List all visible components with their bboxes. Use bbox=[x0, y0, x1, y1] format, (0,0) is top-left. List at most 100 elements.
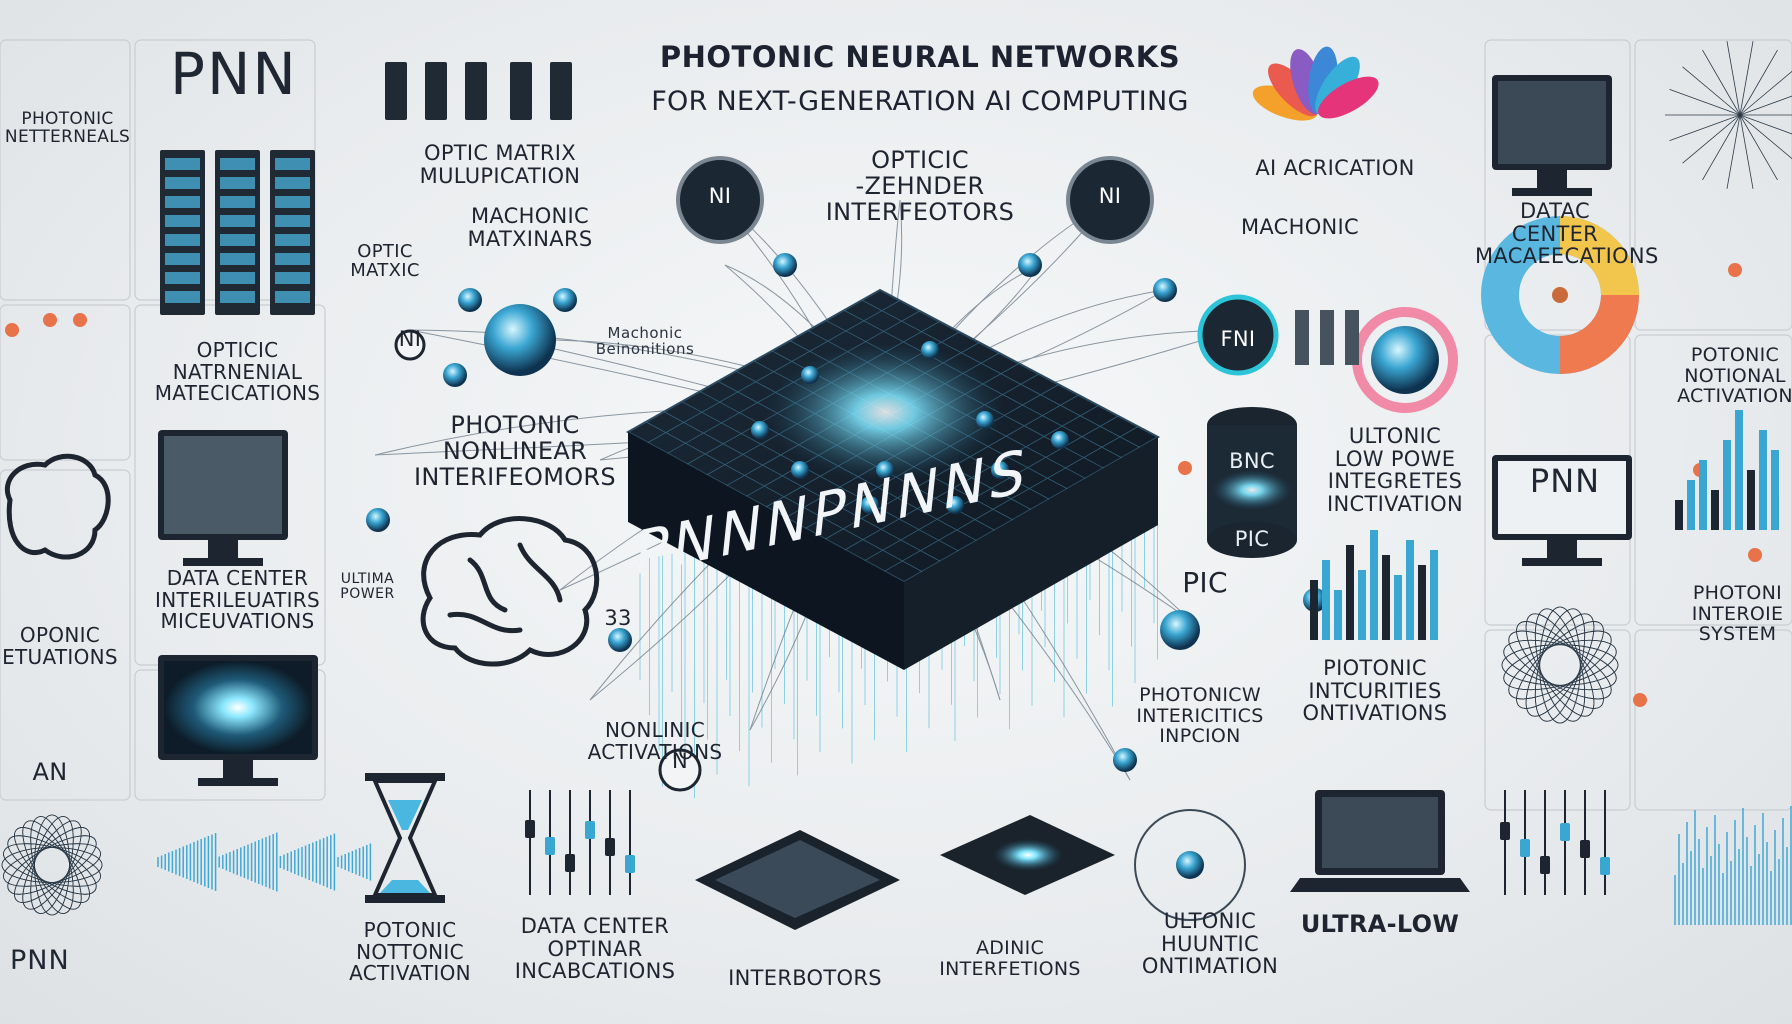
bar bbox=[1322, 560, 1330, 640]
fader-knob bbox=[1500, 822, 1510, 840]
label-adinic: ADINIC INTERFETIONS bbox=[939, 937, 1081, 980]
small-orb bbox=[1153, 278, 1177, 302]
cylinder-bottom-label: PIC bbox=[1234, 527, 1270, 551]
main-title: PHOTONIC NEURAL NETWORKS bbox=[659, 40, 1181, 74]
label-data-center-bottom: DATA CENTER OPTINAR INCABCATIONS bbox=[514, 914, 676, 984]
probe bbox=[1320, 310, 1334, 365]
bar bbox=[1711, 490, 1719, 530]
rack-slot bbox=[220, 158, 255, 170]
fader-knob bbox=[545, 837, 555, 855]
monitor-stand bbox=[1522, 558, 1602, 566]
label-piotonic-intcurities: PIOTONIC INTCURITIES ONTIVATIONS bbox=[1302, 656, 1448, 726]
bar bbox=[1723, 440, 1731, 530]
bar bbox=[1406, 540, 1414, 640]
rack-slot bbox=[220, 291, 255, 303]
rack-slot bbox=[165, 158, 200, 170]
monitor-neck bbox=[223, 760, 253, 780]
rack-slot bbox=[165, 234, 200, 246]
label-potonic-notional: POTONIC NOTIONAL ACTIVATION bbox=[1677, 344, 1792, 408]
label-machonic-small: Machonic Beinonitions bbox=[595, 324, 695, 359]
label-optic-matrix-mult: OPTIC MATRIX MULUPICATION bbox=[419, 141, 581, 188]
monitor-neck bbox=[1537, 170, 1567, 190]
label-photonic-nonlinear: PHOTONIC NONLINEAR INTERIFEOMORS bbox=[414, 411, 616, 491]
monitor-stand bbox=[1512, 188, 1592, 196]
chip-node bbox=[946, 496, 964, 514]
probe bbox=[1295, 310, 1309, 365]
label-machonic-matx: MACHONIC MATXINARS bbox=[467, 204, 593, 251]
small-orb bbox=[366, 508, 390, 532]
monitor-stand bbox=[198, 778, 278, 786]
photonic-orb bbox=[484, 304, 556, 376]
label-photonic-neural: PHOTONIC NETTERNEALS bbox=[4, 109, 131, 148]
server-rack bbox=[215, 150, 260, 315]
chip-node bbox=[876, 461, 894, 479]
rack-slot bbox=[165, 291, 200, 303]
accent-dot bbox=[5, 323, 19, 337]
label-oponic-etuations: OPONIC ETUATIONS bbox=[2, 623, 118, 669]
chip-node bbox=[751, 421, 769, 439]
lens-core bbox=[1371, 326, 1439, 394]
pnn-monitor-text: PNN bbox=[1529, 462, 1601, 500]
label-nonlinic-activations: NONLINIC ACTIVATIONS bbox=[587, 718, 723, 764]
fan-petal bbox=[1318, 76, 1379, 119]
rack-slot bbox=[165, 253, 200, 265]
ni-node-label-2: NI bbox=[708, 184, 732, 208]
rack-slot bbox=[275, 215, 310, 227]
label-ai-activation: AI ACRICATION bbox=[1255, 156, 1415, 180]
chip-node bbox=[921, 341, 939, 359]
rack-slot bbox=[220, 234, 255, 246]
bar bbox=[1675, 500, 1683, 530]
bar bbox=[1430, 550, 1438, 640]
label-datac-center: DATAC CENTER MACAEECATIONS bbox=[1475, 199, 1659, 269]
rack-slot bbox=[275, 291, 310, 303]
rack-slot bbox=[275, 253, 310, 265]
small-orb bbox=[553, 288, 577, 312]
label-interbotors: INTERBOTORS bbox=[728, 966, 882, 990]
label-an: AN bbox=[32, 758, 68, 786]
bar bbox=[1334, 590, 1342, 640]
server-rack bbox=[160, 150, 205, 315]
bar bbox=[1394, 575, 1402, 640]
accent-dot bbox=[1633, 693, 1647, 707]
rack-slot bbox=[275, 177, 310, 189]
small-orb bbox=[1113, 748, 1137, 772]
monitor-screen bbox=[1498, 461, 1626, 534]
fader-knob bbox=[1580, 840, 1590, 858]
n-node-label: N bbox=[671, 749, 688, 773]
label-machonic: MACHONIC bbox=[1240, 215, 1360, 239]
monitor-neck bbox=[1547, 540, 1577, 560]
ni-node-label: NI bbox=[1098, 184, 1122, 208]
label-ultonic-low-power: ULTONIC LOW POWE INTEGRETES INCTIVATION bbox=[1327, 424, 1463, 517]
main-subtitle: FOR NEXT-GENERATION AI COMPUTING bbox=[651, 86, 1189, 117]
label-opticic-zehnder: OPTICIC -ZEHNDER INTERFEOTORS bbox=[825, 146, 1015, 226]
bar bbox=[1735, 410, 1743, 530]
rack-slot bbox=[275, 234, 310, 246]
bar bbox=[1747, 470, 1755, 530]
cylinder-top-label: BNC bbox=[1229, 449, 1275, 473]
bar bbox=[1358, 570, 1366, 640]
bar bbox=[1759, 430, 1767, 530]
accent-dot bbox=[1728, 263, 1742, 277]
server-rack bbox=[270, 150, 315, 315]
monitor-screen bbox=[1498, 81, 1606, 164]
chip-node bbox=[791, 461, 809, 479]
monitor-screen bbox=[164, 661, 312, 754]
fader-knob bbox=[605, 838, 615, 856]
rack-slot bbox=[220, 215, 255, 227]
chip-node bbox=[1051, 431, 1069, 449]
rack-slot bbox=[165, 215, 200, 227]
small-orb bbox=[443, 363, 467, 387]
number-label: 33 bbox=[604, 606, 632, 630]
monitor-neck bbox=[208, 540, 238, 560]
fader-knob bbox=[625, 855, 635, 873]
bar bbox=[1310, 580, 1318, 640]
ni-node bbox=[676, 156, 764, 244]
monitor-stand bbox=[183, 558, 263, 566]
bar bbox=[1699, 460, 1707, 530]
fader-knob bbox=[1520, 839, 1530, 857]
accent-dot bbox=[1748, 548, 1762, 562]
label-data-center-inter: DATA CENTER INTERILEUATIRS MICEUVATIONS bbox=[155, 566, 320, 634]
rack-slot bbox=[220, 272, 255, 284]
